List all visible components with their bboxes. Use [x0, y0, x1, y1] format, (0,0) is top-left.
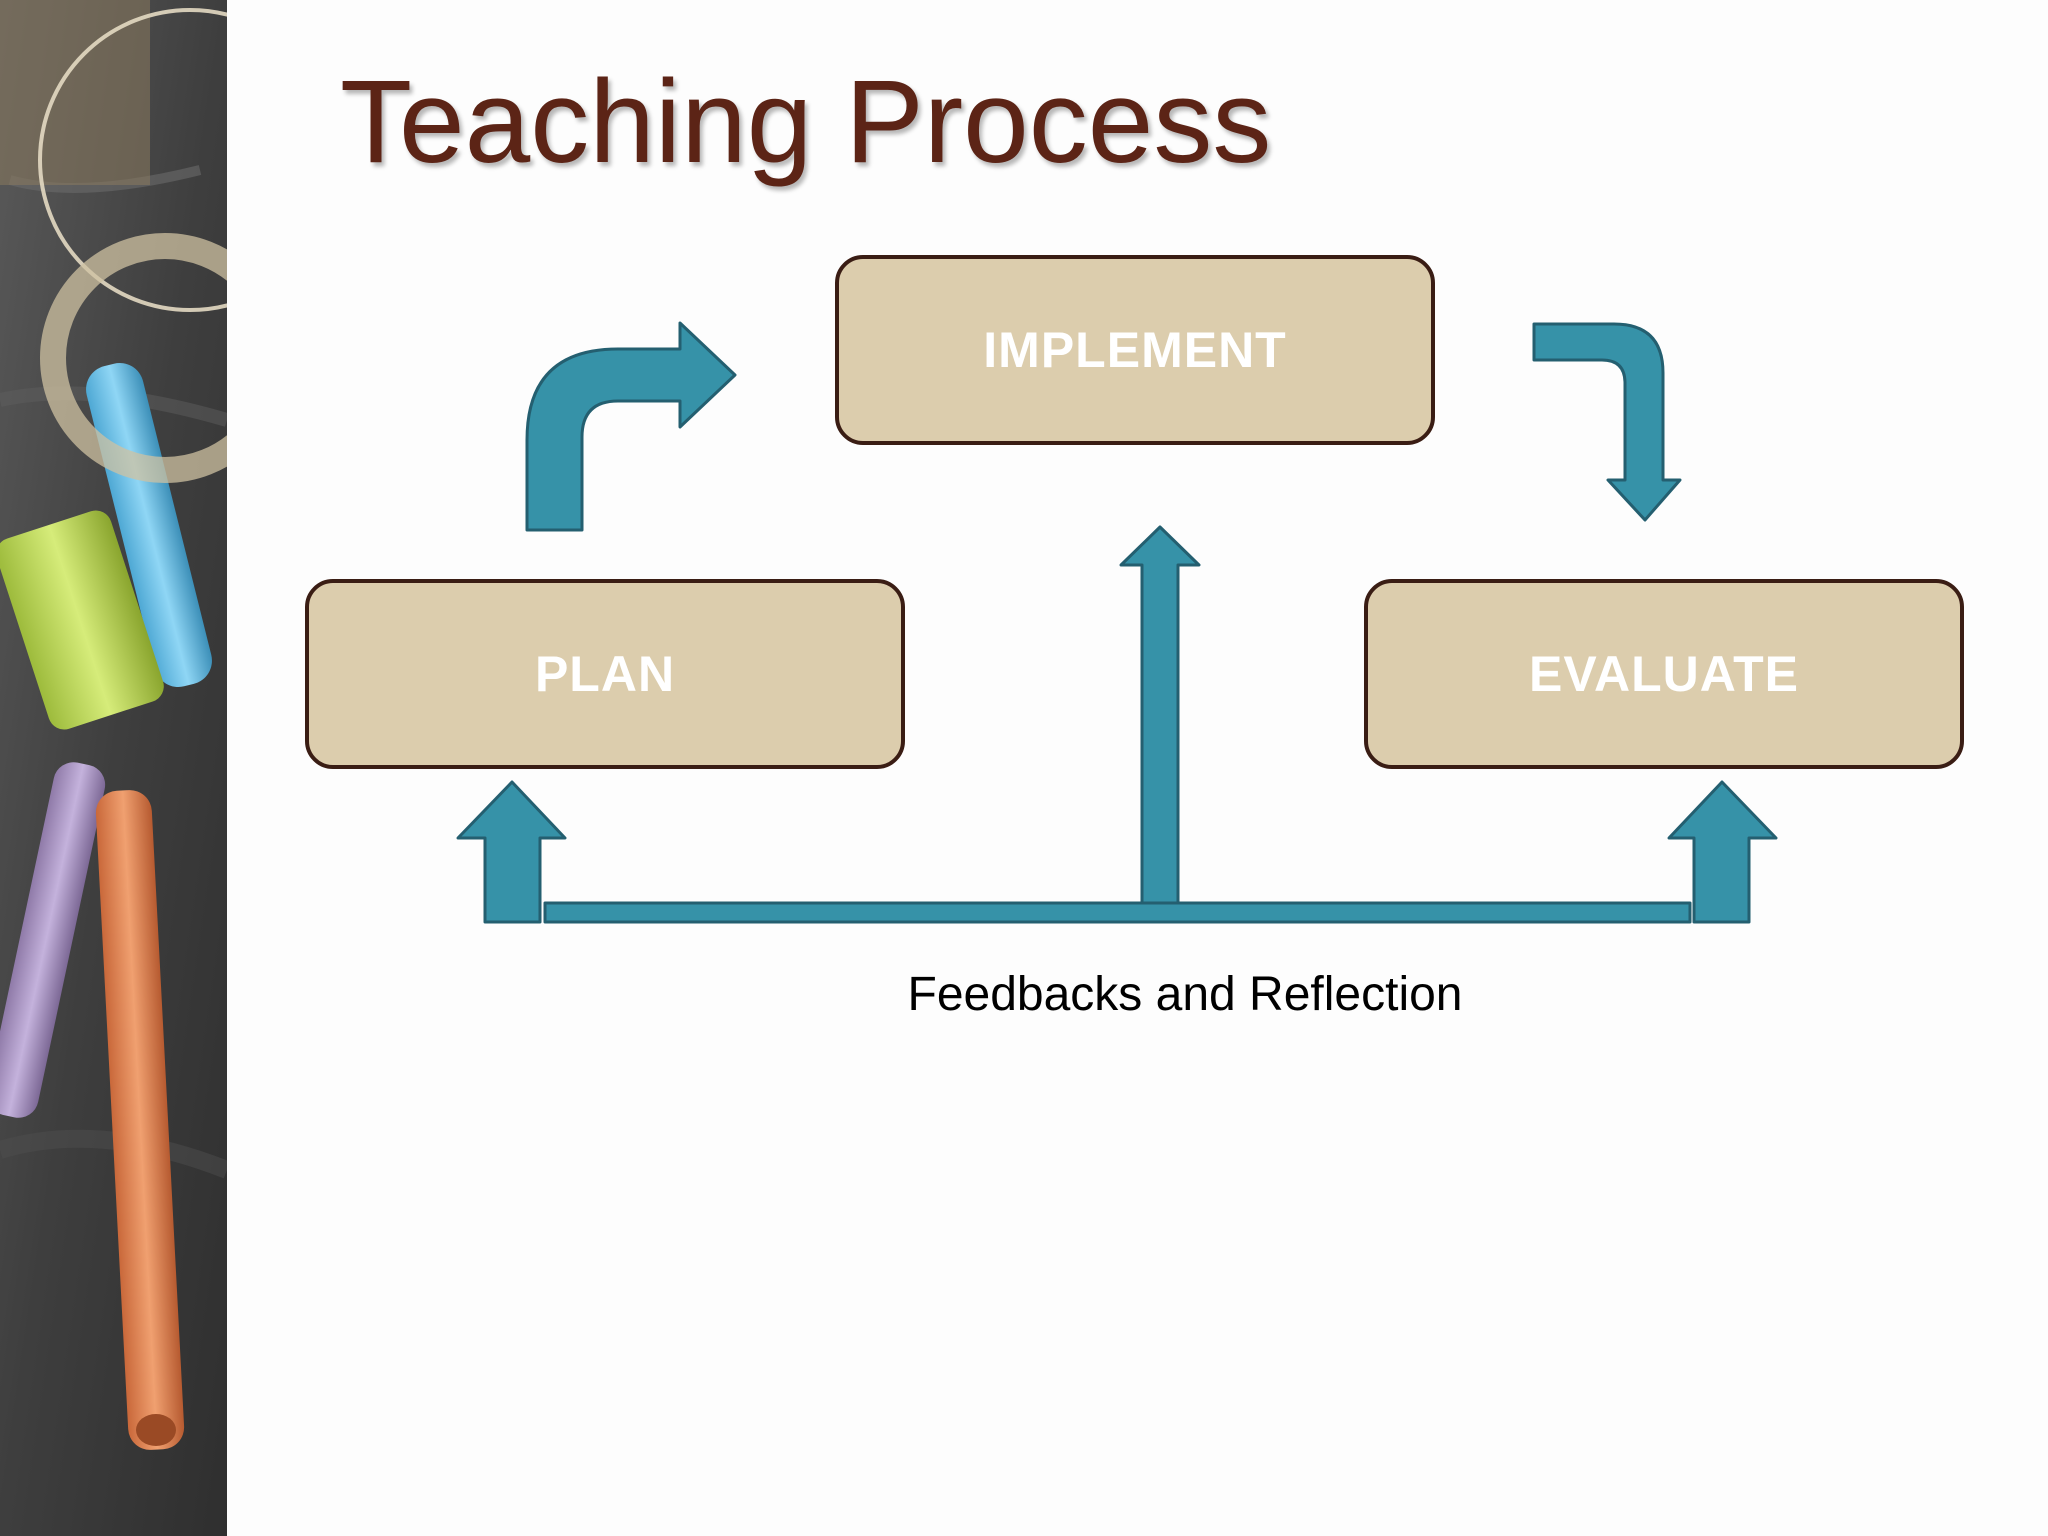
- step-implement-box: IMPLEMENT: [835, 255, 1435, 445]
- chalk-decoration-image: [0, 0, 227, 1536]
- arrow-feedback-to-plan: [456, 780, 567, 924]
- step-plan-label: PLAN: [534, 646, 676, 702]
- step-evaluate-box: EVALUATE: [1364, 579, 1964, 769]
- step-evaluate-label: EVALUATE: [1528, 646, 1800, 702]
- step-implement-label: IMPLEMENT: [983, 322, 1287, 378]
- feedback-caption: Feedbacks and Reflection: [907, 968, 1463, 1021]
- arrow-implement-to-evaluate: [1532, 322, 1682, 522]
- arrow-feedback-to-implement: [1119, 525, 1201, 905]
- arrow-feedback-to-evaluate: [1667, 780, 1778, 924]
- slide-title: Teaching Process: [340, 56, 1272, 188]
- arrow-plan-to-implement: [525, 321, 737, 532]
- feedback-bar: [543, 901, 1692, 924]
- step-plan-box: PLAN: [305, 579, 905, 769]
